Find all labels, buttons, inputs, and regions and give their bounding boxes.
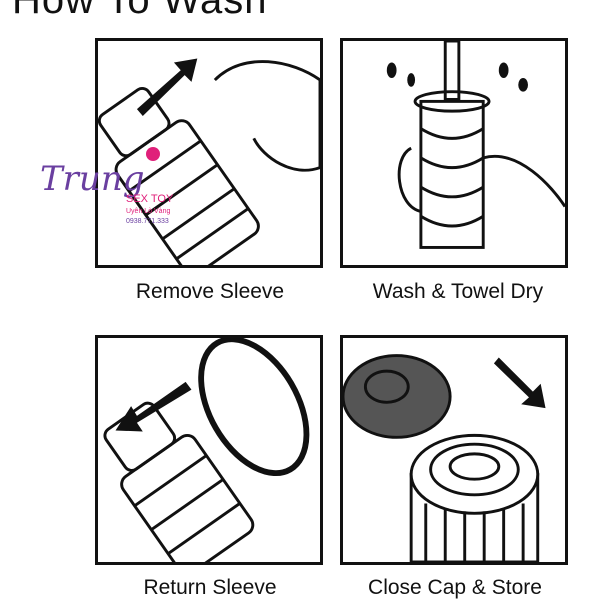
remove-sleeve-illustration bbox=[98, 58, 320, 265]
water-drops-icon bbox=[386, 62, 528, 92]
step-1-panel bbox=[95, 38, 323, 268]
step-1-label: Remove Sleeve bbox=[135, 280, 285, 303]
close-cap-illustration bbox=[343, 354, 546, 562]
step-3-panel bbox=[95, 335, 323, 565]
step-4-label: Close Cap & Store bbox=[368, 576, 542, 599]
rotate-ring bbox=[198, 338, 310, 477]
wash-dry-illustration bbox=[386, 41, 565, 249]
step-4-panel bbox=[340, 335, 568, 565]
step-3-label: Return Sleeve bbox=[143, 576, 277, 599]
faucet-stream bbox=[443, 41, 461, 101]
arrow-up-right-icon bbox=[136, 58, 198, 116]
return-sleeve-illustration bbox=[103, 338, 310, 562]
step-2-label: Wash & Towel Dry bbox=[372, 280, 544, 303]
step-2-panel bbox=[340, 38, 568, 268]
arrow-down-right-icon bbox=[493, 357, 546, 409]
page-title: How To Wash bbox=[12, 0, 268, 22]
